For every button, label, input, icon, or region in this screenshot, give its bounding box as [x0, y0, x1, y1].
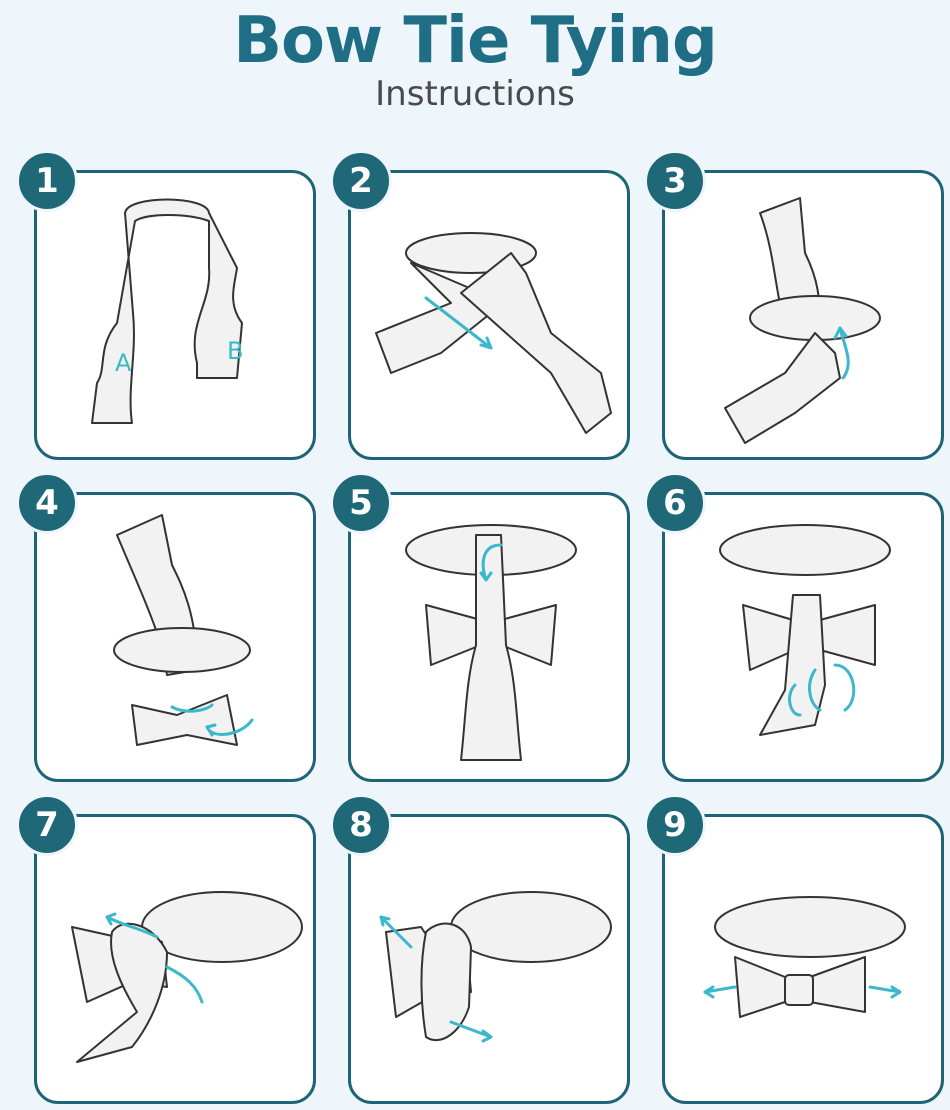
step-6-illustration [719, 524, 891, 736]
page-title: Bow Tie Tying [233, 4, 718, 78]
step-1-illustration: A B [91, 198, 243, 424]
step-4-badge: 4 [16, 472, 78, 534]
step-7-badge: 7 [16, 794, 78, 856]
step-6-badge: 6 [644, 472, 706, 534]
step-3-illustration [724, 197, 881, 444]
step-4-panel [34, 492, 316, 782]
step-5-panel [348, 492, 630, 782]
step-4-illustration [113, 514, 254, 746]
page-subtitle: Instructions [375, 74, 575, 114]
step-2-illustration [375, 232, 612, 434]
step-1-badge: 1 [16, 150, 78, 212]
label-a: A [115, 349, 132, 377]
step-9-badge: 9 [644, 794, 706, 856]
step-3-panel [662, 170, 944, 460]
step-8-illustration [379, 891, 612, 1043]
step-9-illustration [703, 896, 906, 1018]
step-5-badge: 5 [330, 472, 392, 534]
step-8-badge: 8 [330, 794, 392, 856]
step-3-badge: 3 [644, 150, 706, 212]
step-5-illustration [405, 524, 577, 761]
label-b: B [227, 337, 243, 365]
step-7-illustration [71, 891, 303, 1063]
step-2-badge: 2 [330, 150, 392, 212]
step-9-panel [662, 814, 944, 1104]
step-8-panel [348, 814, 630, 1104]
step-1-panel: A B [34, 170, 316, 460]
step-2-panel [348, 170, 630, 460]
step-7-panel [34, 814, 316, 1104]
step-6-panel [662, 492, 944, 782]
